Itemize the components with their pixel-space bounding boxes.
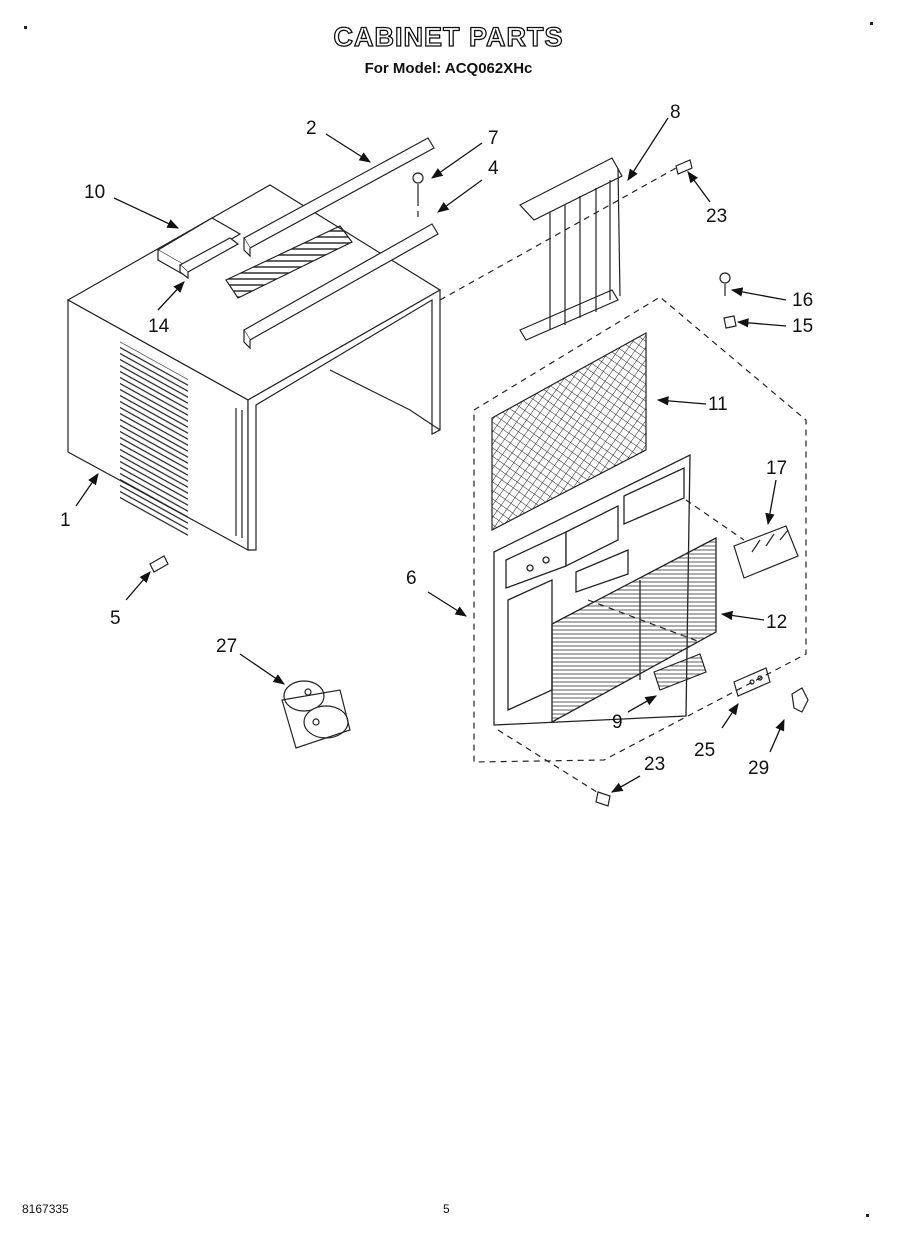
side-curtain-frame (519, 157, 623, 341)
top-channel (243, 137, 435, 258)
callout-8: 8 (670, 102, 681, 123)
nameplate-and-knob (733, 667, 809, 713)
callout-17: 17 (766, 458, 787, 479)
document-number: 8167335 (22, 1202, 69, 1216)
page-title: CABINET PARTS (333, 21, 564, 52)
mounting-bracket (281, 680, 351, 749)
assembly-outline (417, 167, 807, 795)
callout-25: 25 (694, 740, 715, 761)
control-panel-cover (733, 525, 799, 579)
support-channel (243, 223, 439, 350)
callout-23-bottom: 23 (644, 754, 665, 775)
leader-lines (75, 117, 787, 793)
callout-5: 5 (110, 608, 121, 629)
callout-labels: 2 7 4 8 10 23 16 15 14 11 17 1 6 12 5 27… (60, 102, 813, 779)
callout-11: 11 (708, 394, 728, 415)
callout-1: 1 (60, 510, 71, 531)
callout-29: 29 (748, 758, 769, 779)
callout-27: 27 (216, 636, 237, 657)
model-subtitle: For Model: ACQ062XHc (364, 60, 533, 77)
corner-mark (870, 22, 873, 25)
corner-mark (866, 1214, 869, 1217)
callout-4: 4 (488, 158, 499, 179)
callout-16: 16 (792, 290, 813, 311)
callout-12: 12 (766, 612, 787, 633)
callout-7: 7 (488, 128, 499, 149)
insulation-pads (156, 217, 242, 280)
corner-mark (24, 26, 27, 29)
callout-6: 6 (406, 568, 417, 589)
callout-10: 10 (84, 182, 105, 203)
air-filter (491, 331, 647, 531)
page-number: 5 (443, 1202, 450, 1216)
callout-23-top: 23 (706, 206, 727, 227)
callout-2: 2 (306, 118, 317, 139)
screw-hardware (149, 159, 737, 807)
callout-15: 15 (792, 316, 813, 337)
front-grille (551, 536, 717, 724)
vent-door (653, 653, 707, 691)
cabinet-wrapper (66, 184, 442, 552)
callout-14: 14 (148, 316, 170, 337)
callout-9: 9 (612, 712, 623, 733)
